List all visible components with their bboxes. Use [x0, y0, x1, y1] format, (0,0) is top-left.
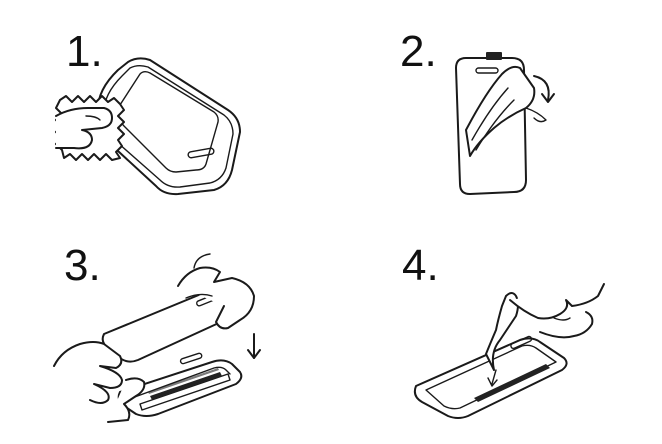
- step-4-phone: [413, 335, 568, 419]
- step-2-peel-arrow: [533, 75, 555, 103]
- step-4-press-arrow: [487, 369, 498, 387]
- step-4-hand: [485, 283, 605, 371]
- step-1-hand: [55, 107, 113, 150]
- step-3-align-protector-illustration: [53, 253, 261, 423]
- step-4-number: 4.: [402, 241, 439, 290]
- step-3-right-hand: [177, 253, 255, 330]
- step-2-number: 2.: [400, 27, 437, 76]
- step-3-left-hand: [53, 341, 146, 423]
- step-1-wipe-screen-illustration: [55, 57, 241, 196]
- step-3-phone: [117, 352, 243, 417]
- step-4-press-illustration: [413, 283, 605, 419]
- step-3-number: 3.: [64, 241, 101, 290]
- step-2-peeled-film: [465, 52, 547, 157]
- step-1-number: 1.: [66, 27, 103, 76]
- step-3-down-arrow: [247, 333, 261, 359]
- step-1-phone: [96, 57, 241, 196]
- step-2-peel-film-illustration: [455, 52, 555, 195]
